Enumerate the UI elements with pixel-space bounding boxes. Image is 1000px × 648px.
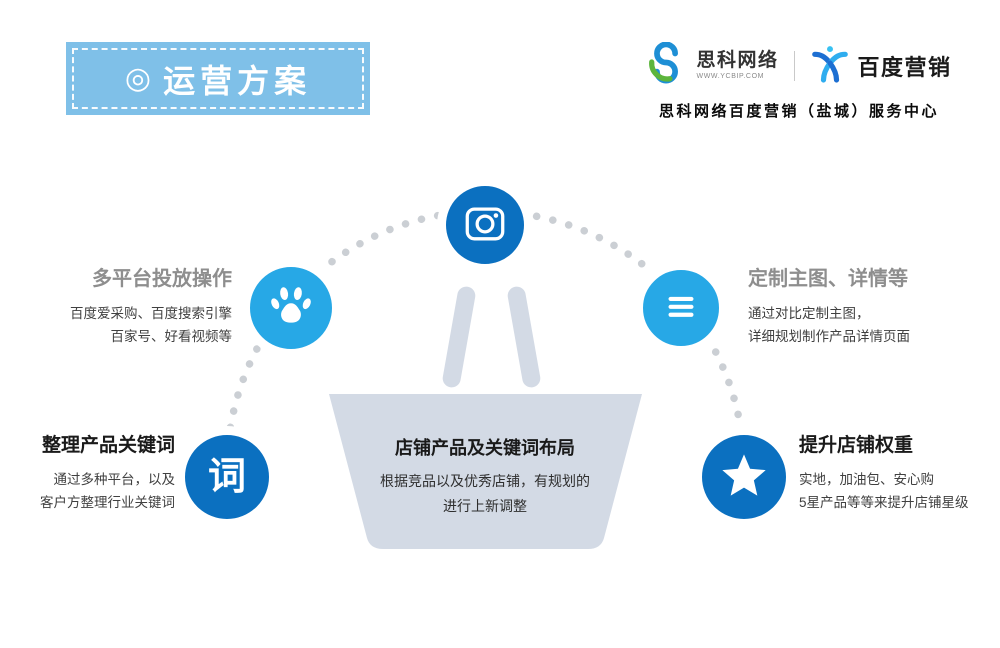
page-title: 运营方案 bbox=[163, 62, 312, 99]
block-custom-images: 定制主图、详情等 通过对比定制主图， 详细规划制作产品详情页面 bbox=[748, 262, 984, 348]
bullseye-icon: ◎ bbox=[124, 61, 152, 95]
sike-website: WWW.YCBIP.COM bbox=[696, 73, 765, 81]
desc-line: 5星产品等等来提升店铺星级 bbox=[799, 495, 969, 510]
block-multiplatform-title: 多平台投放操作 bbox=[92, 268, 232, 290]
block-custom-images-desc: 通过对比定制主图， 详细规划制作产品详情页面 bbox=[748, 302, 984, 348]
camera-icon bbox=[462, 200, 508, 251]
baidu-brand-name: 百度营销 bbox=[857, 54, 952, 80]
desc-line: 客户方整理行业关键词 bbox=[40, 495, 175, 510]
block-store-weight-desc: 实地，加油包、安心购 5星产品等等来提升店铺星级 bbox=[799, 468, 994, 514]
sike-logo-icon bbox=[646, 41, 688, 89]
desc-line: 进行上新调整 bbox=[443, 498, 527, 514]
desc-line: 通过对比定制主图， bbox=[748, 306, 870, 321]
block-store-weight-title: 提升店铺权重 bbox=[799, 435, 914, 456]
brand-logo-row: 思科网络 WWW.YCBIP.COM 百度营销 bbox=[634, 41, 964, 89]
header-banner: ◎ 运营方案 bbox=[66, 42, 370, 115]
block-store-layout: 店铺产品及关键词布局 根据竞品以及优秀店铺，有规划的 进行上新调整 bbox=[335, 434, 635, 519]
block-custom-images-title: 定制主图、详情等 bbox=[748, 268, 908, 290]
block-keywords-desc: 通过多种平台，以及 客户方整理行业关键词 bbox=[5, 468, 175, 514]
word-character-label: 词 bbox=[207, 456, 246, 498]
desc-line: 详细规划制作产品详情页面 bbox=[748, 329, 910, 344]
desc-line: 根据竞品以及优秀店铺，有规划的 bbox=[380, 473, 590, 489]
desc-line: 通过多种平台，以及 bbox=[53, 472, 176, 487]
banner-label: ◎ 运营方案 bbox=[125, 56, 311, 102]
sike-brand-name: 思科网络 bbox=[696, 49, 779, 71]
brand-divider bbox=[793, 50, 795, 81]
desc-line: 实地，加油包、安心购 bbox=[799, 472, 934, 487]
block-multiplatform-desc: 百度爱采购、百度搜索引擎 百家号、好看视频等 bbox=[18, 302, 232, 348]
block-store-layout-title: 店铺产品及关键词布局 bbox=[395, 438, 575, 458]
block-multiplatform: 多平台投放操作 百度爱采购、百度搜索引擎 百家号、好看视频等 bbox=[18, 262, 232, 348]
desc-line: 百家号、好看视频等 bbox=[110, 329, 233, 344]
baidu-marketing-logo-icon bbox=[810, 43, 850, 88]
brand-subtitle: 思科网络百度营销（盐城）服务中心 bbox=[658, 103, 939, 120]
node-star bbox=[693, 426, 795, 528]
node-word: 词 bbox=[176, 426, 278, 528]
desc-line: 百度爱采购、百度搜索引擎 bbox=[70, 306, 232, 321]
brand-area: 思科网络 WWW.YCBIP.COM 百度营销 思科网络百度营销（盐城）服务中心 bbox=[634, 41, 964, 121]
block-store-layout-desc: 根据竞品以及优秀店铺，有规划的 进行上新调整 bbox=[335, 469, 635, 519]
baidu-paw-icon bbox=[269, 284, 313, 333]
node-camera bbox=[437, 177, 533, 273]
sike-brand-text: 思科网络 WWW.YCBIP.COM bbox=[696, 49, 779, 81]
star-icon bbox=[718, 449, 770, 506]
node-baidu bbox=[241, 258, 341, 358]
shopping-basket bbox=[329, 286, 642, 549]
menu-lines-icon bbox=[661, 286, 701, 331]
block-store-weight: 提升店铺权重 实地，加油包、安心购 5星产品等等来提升店铺星级 bbox=[799, 430, 994, 514]
node-menu bbox=[634, 261, 728, 355]
block-keywords: 整理产品关键词 通过多种平台，以及 客户方整理行业关键词 bbox=[5, 430, 175, 514]
block-keywords-title: 整理产品关键词 bbox=[41, 435, 175, 456]
